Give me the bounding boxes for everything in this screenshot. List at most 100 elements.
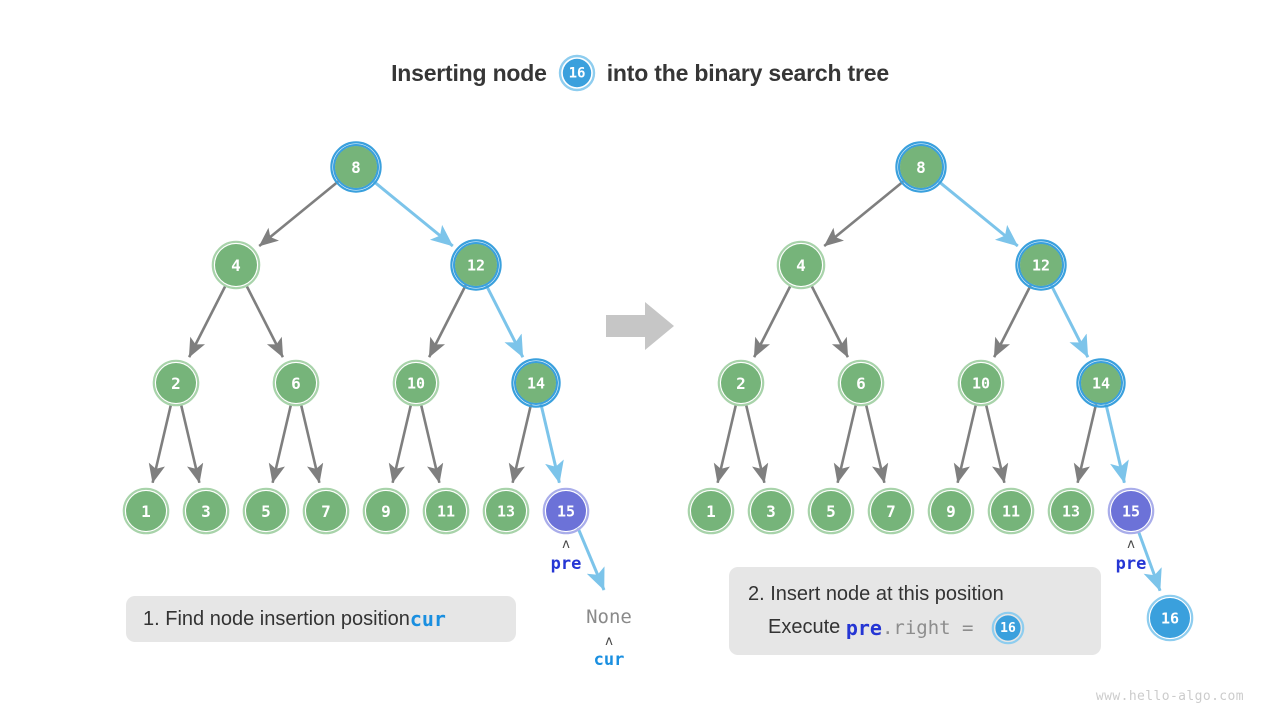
tree-edge [992,284,1032,358]
tree-node-12: 12 [450,239,502,291]
tree-edge [752,284,792,358]
tree-node-8: 8 [895,141,947,193]
tree-node-label: 10 [972,375,990,393]
tree-node-label: 2 [736,374,746,393]
tree-node-9: 9 [362,487,410,535]
tree-node-1: 1 [687,487,735,535]
caption-pre-keyword: pre [845,615,882,640]
tree-node-8: 8 [330,141,382,193]
tree-node-label: 5 [261,502,271,521]
none-label: None [586,606,632,628]
tree-edge [810,284,850,358]
pointer-caret-icon: ʌ [1127,537,1135,552]
tree-node-15: 15 [542,487,590,535]
tree-node-label: 3 [766,502,776,521]
tree-edge [508,404,533,484]
pointer-label-cur: cur [594,650,625,670]
tree-node-label: 3 [201,502,211,521]
tree-node-label: 13 [497,503,515,521]
tree-node-11: 11 [987,487,1035,535]
tree-node-label: 8 [916,158,926,177]
watermark: www.hello-algo.com [1095,689,1244,704]
tree-node-4: 4 [776,240,826,290]
caption-step-2-line-1: 2. Insert node at this position [748,583,1004,605]
tree-node-11: 11 [422,487,470,535]
tree-node-2: 2 [717,359,765,407]
tree-edge [1050,284,1090,358]
tree-node-10: 10 [957,359,1005,407]
tree-node-label: 9 [946,502,956,521]
tree-node-1: 1 [122,487,170,535]
tree-node-label: 6 [291,374,301,393]
tree-edge [1073,404,1098,484]
tree-edge [713,404,738,484]
tree-node-5: 5 [242,487,290,535]
tree-edge [823,180,905,248]
tree-node-6: 6 [272,359,320,407]
tree-edge [984,404,1009,484]
tree-node-2: 2 [152,359,200,407]
tree-node-5: 5 [807,487,855,535]
tree-edge [268,404,293,484]
tree-node-9: 9 [927,487,975,535]
tree-edge [372,180,454,248]
tree-edge [148,404,173,484]
tree-node-6: 6 [837,359,885,407]
tree-node-14: 14 [511,358,561,408]
tree-node-label: 7 [886,502,896,521]
tree-edge [1104,404,1129,484]
pointer-label-pre: pre [551,554,582,574]
caption-step-2-line-2: Execute pre .right = 16 [748,611,1101,644]
tree-node-label: 2 [171,374,181,393]
tree-edge [427,284,467,358]
dangling-edge-to-none [576,527,606,591]
title-node-value: 16 [568,66,585,82]
tree-node-label: 8 [351,158,361,177]
tree-node-12: 12 [1015,239,1067,291]
tree-edge [419,404,444,484]
tree-node-3: 3 [182,487,230,535]
tree-node-label: 7 [321,502,331,521]
tree-node-10: 10 [392,359,440,407]
tree-node-7: 7 [302,487,350,535]
caption-step-2: 2. Insert node at this position Execute … [729,567,1101,655]
pointer-label-pre: pre [1116,554,1147,574]
caption-step-1: 1. Find node insertion position cur [126,596,516,642]
tree-node-15: 15 [1107,487,1155,535]
tree-edge [179,404,204,484]
tree-node-label: 4 [231,256,241,275]
title-text-before: Inserting node [391,59,547,86]
caption-execute-label: Execute [768,616,846,638]
title-text-after: into the binary search tree [606,59,889,86]
tree-edge [937,180,1019,248]
tree-node-label: 1 [706,502,716,521]
title-node-16: 16 [558,54,595,92]
tree-edge [299,404,324,484]
tree-node-label: 13 [1062,503,1080,521]
tree-edge [864,404,889,484]
tree-node-13: 13 [482,487,530,535]
tree-edge [833,404,858,484]
tree-node-4: 4 [211,240,261,290]
caption-step-1-text: 1. Find node insertion position [143,607,410,630]
tree-node-13: 13 [1047,487,1095,535]
tree-node-label: 15 [557,503,575,521]
tree-node-label: 16 [1161,610,1179,628]
page-title: Inserting node 16 into the binary search… [0,52,1280,94]
tree-node-3: 3 [747,487,795,535]
pointer-caret-icon: ʌ [605,634,613,649]
caption-node-16: 16 [991,611,1025,644]
right-extras: ʌ pre [1116,537,1147,574]
tree-node-label: 14 [527,375,545,393]
right-arrow-icon [606,302,674,350]
tree-node-label: 4 [796,256,806,275]
tree-edge [187,284,227,358]
caption-step-1-keyword: cur [409,607,446,631]
tree-node-label: 11 [1002,503,1020,521]
tree-edge [744,404,769,484]
